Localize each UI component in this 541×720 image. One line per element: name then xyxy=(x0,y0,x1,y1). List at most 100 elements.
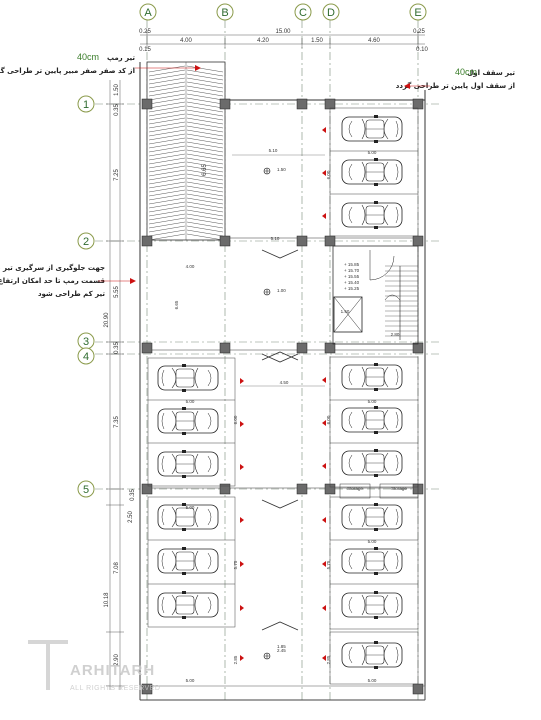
column-b-2 xyxy=(219,235,231,247)
grid-bubble-3: 3 xyxy=(77,332,95,350)
door-swing xyxy=(369,250,395,281)
level-marker-1: 1.50 xyxy=(263,167,286,175)
note-ramp-beam-title: تیر رمپ xyxy=(107,54,135,62)
car-9 xyxy=(341,590,403,620)
column-a-4 xyxy=(141,483,153,495)
dim-car-r1: 5.00 xyxy=(368,150,377,155)
grid-label-c: C xyxy=(299,7,307,19)
stair-core: 1.50 2.80 + 15.85 + 15.70 + 15.55 + 15.4… xyxy=(332,245,419,345)
storage-rooms: Storage Storage xyxy=(339,483,419,499)
column-d-1 xyxy=(324,98,336,110)
car-13 xyxy=(157,449,219,479)
column-c-3 xyxy=(296,342,308,354)
grid-bubble-a: A xyxy=(139,3,157,21)
dim-left-4: 5.55 xyxy=(114,286,120,298)
car-15 xyxy=(157,546,219,576)
note-ramp-beam-size: 40cm xyxy=(77,52,99,62)
parking-arrow-right-8 xyxy=(322,561,326,567)
dim-car-r3: 5.00 xyxy=(368,539,377,544)
parking-arrow-left-7 xyxy=(240,655,244,661)
stair-level-5: + 15.25 xyxy=(344,286,360,291)
aisle-chevrons xyxy=(261,249,299,631)
parking-arrow-right-3 xyxy=(322,213,326,219)
parking-right-zone xyxy=(329,107,419,685)
dim-left-6: 7.35 xyxy=(114,416,120,428)
dim-left-overall-lower: 10.18 xyxy=(104,592,110,608)
note-slab-beam-size: 40cm xyxy=(455,67,477,77)
column-c-2 xyxy=(296,235,308,247)
dim-edge-left-b: 0.15 xyxy=(139,47,151,53)
column-d-3 xyxy=(324,342,336,354)
grid-bubble-c: C xyxy=(294,3,312,21)
parking-arrow-right-5 xyxy=(322,420,326,426)
column-e-1 xyxy=(412,98,424,110)
car-5 xyxy=(341,405,403,435)
grid-bubble-5: 5 xyxy=(77,480,95,498)
grid-label-d: D xyxy=(327,7,335,19)
column-c-1 xyxy=(296,98,308,110)
dim-bay-r2: 6.00 xyxy=(326,415,331,424)
grid-bubble-d: D xyxy=(322,3,340,21)
parking-arrow-left-4 xyxy=(240,517,244,523)
grid-bubbles-columns: A B C D E xyxy=(139,3,427,21)
dim-aisle-mid-top: 5.10 xyxy=(271,236,280,241)
annotations: تیر رمپ 40cm از کد صفر صفر مبیر پایین تر… xyxy=(0,52,515,298)
dim-left-7: 0.35 xyxy=(130,489,136,501)
car-2 xyxy=(341,157,403,187)
car-6 xyxy=(341,448,403,478)
dim-left-5: 0.35 xyxy=(114,342,120,354)
level-markers: 1.50 1.00 2.45 xyxy=(263,167,286,660)
car-7 xyxy=(341,502,403,532)
dim-left-8: 2.50 xyxy=(128,511,134,523)
dim-car-l1: 5.00 xyxy=(186,399,195,404)
level-marker-3-label: 2.45 xyxy=(277,648,286,653)
car-1 xyxy=(341,114,403,144)
parking-arrow-right-4 xyxy=(322,377,326,383)
column-e-2 xyxy=(412,235,424,247)
parking-arrow-left-2 xyxy=(240,421,244,427)
ramp: 6.65 xyxy=(146,61,226,241)
dim-ramp-side: 6.65 xyxy=(174,300,179,309)
stair-level-3: + 15.55 xyxy=(344,274,360,279)
parking-arrow-left-5 xyxy=(240,561,244,567)
car-8 xyxy=(341,546,403,576)
parking-arrows xyxy=(240,127,326,661)
parking-arrow-left-1 xyxy=(240,378,244,384)
dim-edge-right: 0.25 xyxy=(413,29,425,35)
car-10 xyxy=(341,640,403,670)
bottom-slab xyxy=(139,685,426,701)
dim-span-cd: 1.50 xyxy=(311,38,323,44)
dim-edge-right-b: 0.10 xyxy=(416,47,428,53)
column-c-4 xyxy=(296,483,308,495)
column-e-3 xyxy=(412,342,424,354)
grid-bubbles-rows: 1 2 3 4 5 xyxy=(77,95,95,498)
grid-label-2: 2 xyxy=(83,236,89,248)
watermark: ARHITARH ALL RIGHTS RESERVED xyxy=(28,640,160,692)
grid-bubble-4: 4 xyxy=(77,347,95,365)
watermark-brand: ARHITARH xyxy=(70,662,155,679)
level-marker-2-label: 1.00 xyxy=(277,288,286,293)
parking-arrow-right-2 xyxy=(322,170,326,176)
stair-level-2: + 15.70 xyxy=(344,268,360,273)
dim-left-3: 7.25 xyxy=(114,169,120,181)
grid-label-4: 4 xyxy=(83,351,89,363)
car-12 xyxy=(157,406,219,436)
note-side-3: تیر کم طراحی شود xyxy=(38,290,105,298)
grid-label-e: E xyxy=(414,7,421,19)
note-slab-beam-title: تیر سقف اول xyxy=(467,69,515,77)
level-marker-1-label: 1.50 xyxy=(277,167,286,172)
dim-bay-l2: 5.75 xyxy=(233,560,238,569)
dim-left-9: 7.08 xyxy=(114,562,120,574)
grid-bubble-e: E xyxy=(409,3,427,21)
dim-car-r2: 5.00 xyxy=(368,399,377,404)
note-slab-beam-text: از سقف اول پایین تر طراحی گردد xyxy=(396,81,515,90)
dim-span-bc: 4.20 xyxy=(257,38,269,44)
column-b-4 xyxy=(219,483,231,495)
grid-label-3: 3 xyxy=(83,336,89,348)
dim-ramp-end: 4.00 xyxy=(186,264,195,269)
dim-car-l2: 5.00 xyxy=(186,505,195,510)
dim-aisle-mid: 4.50 xyxy=(280,380,289,385)
column-b-3 xyxy=(219,342,231,354)
column-e-bottom xyxy=(412,683,424,695)
dim-left-1: 1.50 xyxy=(114,84,120,96)
